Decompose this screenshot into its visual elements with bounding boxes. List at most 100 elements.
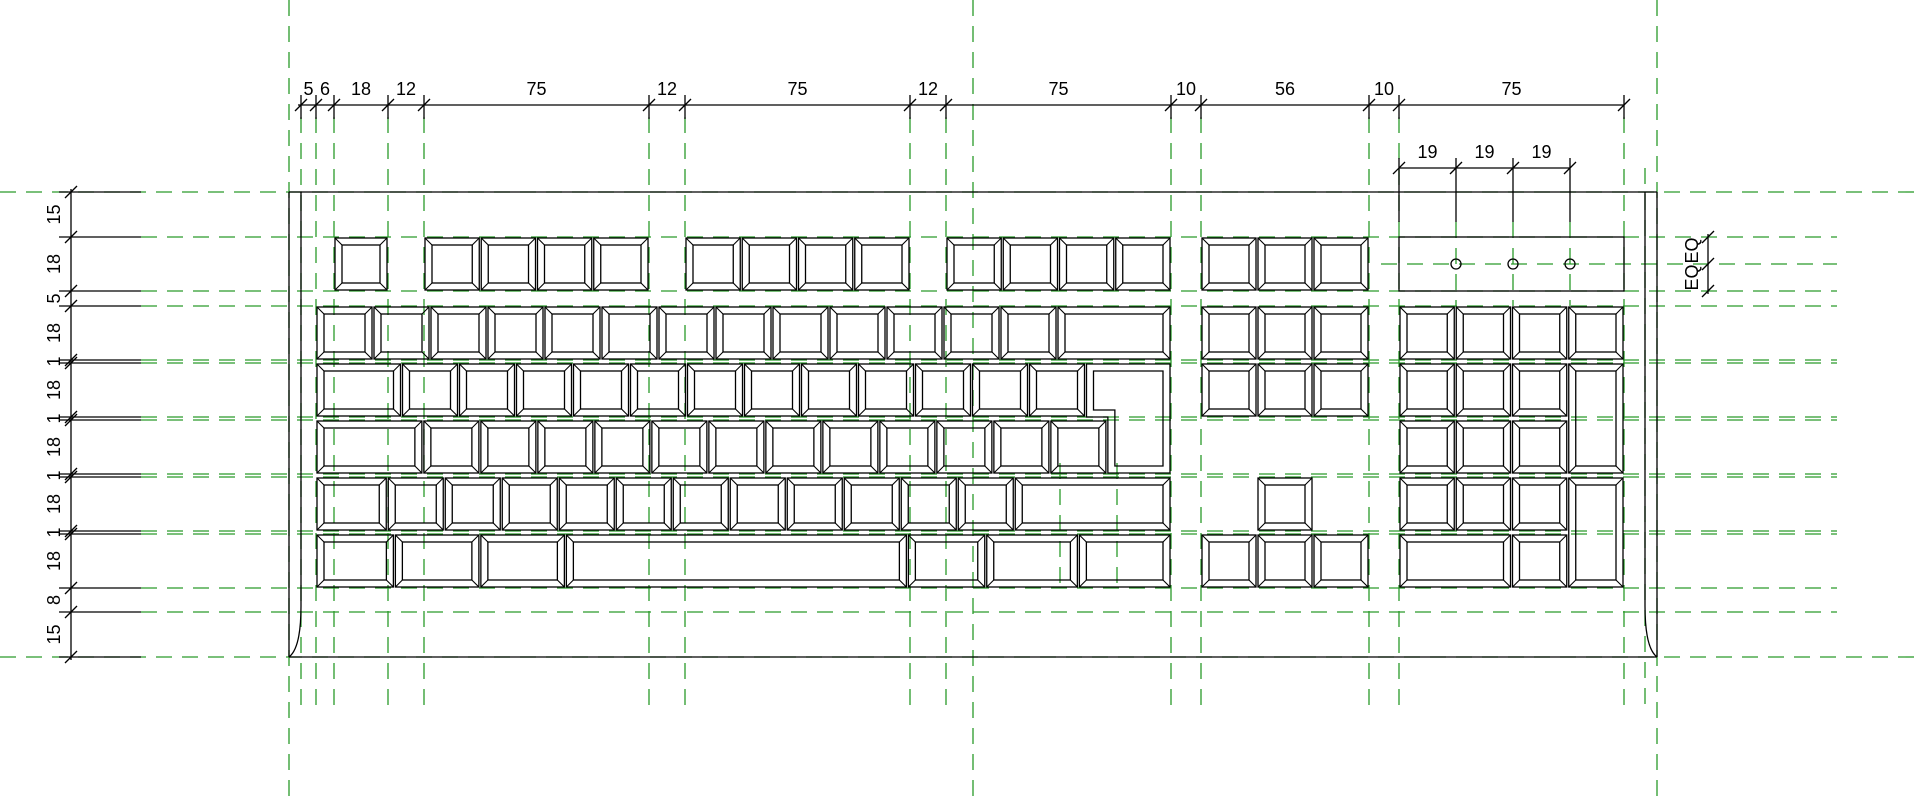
dimension-tick	[64, 230, 78, 244]
left-dimension-label: 15	[44, 624, 64, 644]
key	[537, 420, 594, 474]
left-dimension-label: 18	[44, 494, 64, 514]
key	[822, 420, 879, 474]
key	[1455, 306, 1512, 360]
key	[1568, 306, 1624, 360]
dimension-tick	[1701, 257, 1715, 271]
key	[430, 306, 487, 360]
key	[946, 237, 1002, 291]
key	[1399, 534, 1512, 588]
key	[1058, 237, 1115, 291]
dimension-tick	[64, 470, 78, 484]
top-dimension-label: 12	[657, 79, 677, 99]
key	[741, 237, 798, 291]
key	[971, 363, 1029, 417]
dimension-tick	[642, 98, 656, 112]
dimension-tick	[1701, 230, 1715, 244]
dimension-tick	[939, 98, 953, 112]
key	[772, 306, 829, 360]
indicator-panel	[1398, 236, 1625, 292]
key	[1201, 237, 1257, 291]
dimension-tick	[64, 581, 78, 595]
key	[1257, 363, 1313, 417]
key	[1028, 363, 1086, 417]
indicator-dimension-label: 19	[1417, 142, 1437, 162]
key	[1201, 534, 1257, 588]
dimension-tick	[1362, 98, 1376, 112]
top-dimension-label: 75	[526, 79, 546, 99]
key	[1511, 363, 1568, 417]
dimension-tick	[64, 527, 78, 541]
key	[558, 477, 615, 531]
top-dimension-label: 6	[320, 79, 330, 99]
key	[800, 363, 858, 417]
key	[480, 534, 566, 588]
top-dimension-label: 18	[351, 79, 371, 99]
left-dimension-label: 1	[44, 356, 64, 366]
key	[1568, 363, 1624, 474]
key	[316, 363, 402, 417]
key	[1511, 306, 1568, 360]
key	[1000, 306, 1057, 360]
key	[1257, 237, 1313, 291]
dimension-tick	[309, 98, 323, 112]
key	[615, 477, 672, 531]
key	[1313, 534, 1369, 588]
key	[686, 363, 744, 417]
key	[515, 363, 573, 417]
key	[458, 363, 516, 417]
key	[715, 306, 772, 360]
dimension-tick	[1449, 161, 1463, 175]
dimension-tick	[678, 98, 692, 112]
left-dimension-label: 5	[44, 293, 64, 303]
dimension-tick	[64, 605, 78, 619]
dimension-tick	[64, 284, 78, 298]
top-dimension-label: 5	[303, 79, 313, 99]
key	[685, 237, 741, 291]
top-dimension-label: 10	[1176, 79, 1196, 99]
key	[1455, 420, 1512, 474]
key	[829, 306, 886, 360]
key	[373, 306, 430, 360]
top-dimension-label: 12	[396, 79, 416, 99]
key	[986, 534, 1079, 588]
key	[536, 237, 593, 291]
key	[387, 477, 444, 531]
key	[957, 477, 1014, 531]
left-dimension-label: 18	[44, 551, 64, 571]
keyboard-outline	[288, 191, 1658, 658]
left-dimension-label: 15	[44, 204, 64, 224]
key	[501, 477, 558, 531]
dimension-tick	[1392, 98, 1406, 112]
dimension-tick	[64, 185, 78, 199]
dimension-tick	[64, 650, 78, 664]
key	[601, 306, 658, 360]
key	[480, 420, 537, 474]
key	[786, 477, 843, 531]
top-dimension-label: 75	[1501, 79, 1521, 99]
key	[424, 237, 480, 291]
key	[629, 363, 687, 417]
key	[943, 306, 1000, 360]
key	[729, 477, 786, 531]
dimension-tick	[1617, 98, 1631, 112]
key	[487, 306, 544, 360]
dimension-tick	[64, 353, 78, 367]
keyboard-left-edge	[288, 192, 302, 658]
key	[1115, 237, 1171, 291]
key	[857, 363, 915, 417]
dimension-tick	[64, 467, 78, 481]
key	[1511, 420, 1568, 474]
key	[1511, 534, 1568, 588]
key	[1078, 534, 1171, 588]
key	[1399, 363, 1455, 417]
top-dimension-label: 75	[787, 79, 807, 99]
dimension-tick	[381, 98, 395, 112]
left-dimension-label: 1	[44, 413, 64, 423]
left-dimension-label: 18	[44, 380, 64, 400]
key	[334, 237, 388, 291]
key	[316, 420, 423, 474]
dimension-tick	[1164, 98, 1178, 112]
key	[565, 534, 908, 588]
dimension-tick	[294, 98, 308, 112]
